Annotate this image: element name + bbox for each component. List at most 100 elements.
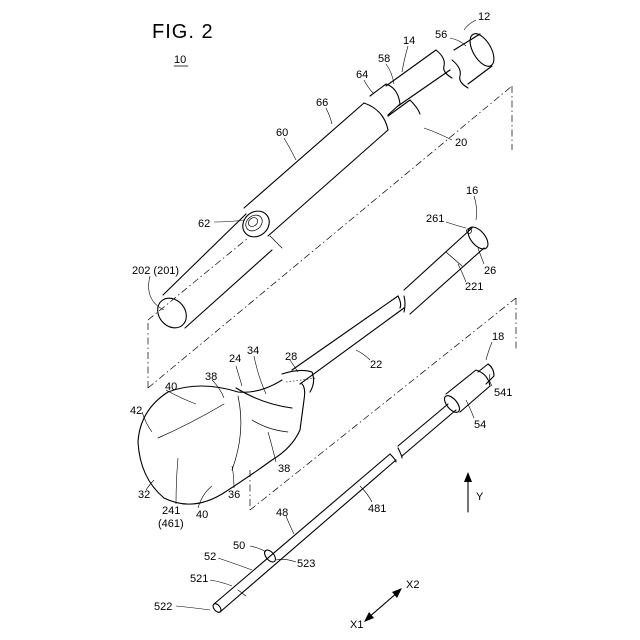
axis-indicators [364, 472, 472, 622]
leader-40b [198, 486, 212, 508]
label-14: 14 [403, 35, 415, 47]
proximal-tube-lower [398, 70, 450, 106]
leader-36 [232, 466, 234, 488]
frame2-bottom [250, 298, 516, 510]
label-40a: 40 [165, 381, 177, 393]
label-16: 16 [466, 185, 478, 197]
spoon-rim-34 [236, 388, 292, 408]
label-261: 261 [426, 213, 444, 225]
label-50: 50 [233, 540, 245, 552]
leader-56 [450, 38, 466, 46]
assembly-ref-label: 10 [174, 54, 186, 66]
sleeve-end [364, 103, 388, 130]
sleeve-edge [270, 236, 282, 248]
shaft-lower-a [300, 308, 404, 384]
label-22: 22 [370, 359, 382, 371]
leader-261 [446, 222, 466, 228]
leader-521 [210, 580, 232, 586]
leader-481 [360, 486, 372, 502]
label-221: 221 [465, 281, 483, 293]
leader-20 [424, 128, 452, 140]
sleeve-lower-line [268, 130, 388, 236]
hub-end [465, 30, 499, 70]
leader-14 [402, 46, 408, 72]
leader-42 [142, 412, 152, 432]
label-20: 20 [455, 137, 467, 149]
reference-labels: 12 14 56 58 64 66 60 20 62 202 (201) 16 … [130, 11, 512, 631]
label-38b: 38 [278, 463, 290, 475]
label-202: 202 (201) [132, 265, 179, 277]
spoon-crease-36 [232, 396, 241, 470]
label-541: 541 [494, 387, 512, 399]
leader-64 [364, 80, 374, 94]
outer-sheath-assembly [148, 30, 512, 388]
label-66: 66 [316, 97, 328, 109]
label-32: 32 [138, 489, 150, 501]
seal-roll-mid [243, 212, 266, 234]
rod-lower-b [402, 410, 456, 456]
rod-hub-54 [446, 370, 490, 412]
spoon-fold-38b [252, 420, 288, 432]
label-18: 18 [492, 331, 504, 343]
label-481: 481 [368, 503, 386, 515]
label-28: 28 [285, 351, 297, 363]
rod-assembly [211, 364, 494, 614]
leader-221 [458, 264, 466, 282]
label-60: 60 [276, 127, 288, 139]
leader-522 [176, 606, 210, 610]
label-34: 34 [247, 345, 259, 357]
rod-tip-541 [478, 364, 494, 384]
rod-lower-a [220, 460, 396, 612]
neck-dotted [286, 378, 316, 382]
label-461: (461) [158, 518, 184, 530]
frame-bottom [148, 86, 512, 388]
leader-12 [464, 20, 476, 30]
label-64: 64 [356, 69, 368, 81]
leader-202 [149, 276, 164, 310]
break-mark-2 [452, 60, 468, 88]
shaft-ring-221 [446, 252, 462, 266]
label-48: 48 [276, 507, 288, 519]
axis-y-label: Y [476, 491, 484, 503]
label-62: 62 [198, 218, 210, 230]
leader-66 [326, 108, 332, 124]
frame-left-top [148, 238, 248, 320]
sheath-lower-line [185, 250, 272, 328]
hub-upper [454, 34, 480, 50]
shaft-upper-b [404, 228, 472, 290]
seal-roll-outer [238, 206, 275, 242]
sleeve-upper-line [244, 103, 364, 208]
neck-collar [282, 370, 314, 392]
x-axis-arrow [368, 592, 398, 618]
label-522: 522 [154, 601, 172, 613]
label-26: 26 [484, 265, 496, 277]
leader-38b [268, 432, 276, 462]
label-52: 52 [204, 551, 216, 563]
leader-22 [356, 350, 370, 360]
label-42: 42 [130, 405, 142, 417]
leader-60 [284, 138, 296, 160]
leader-241 [176, 458, 178, 504]
leader-18 [486, 342, 492, 360]
label-12: 12 [478, 11, 490, 23]
spoon-fold-38 [158, 404, 224, 438]
leader-52 [218, 558, 252, 570]
label-241: 241 [162, 505, 180, 517]
figure-title: FIG. 2 [152, 21, 214, 43]
axis-x2-label: X2 [406, 579, 419, 591]
leader-50 [250, 546, 266, 552]
label-24: 24 [229, 353, 241, 365]
rod-upper-a [214, 454, 390, 604]
rod-tip-522 [211, 602, 222, 614]
rod-upper-b [398, 404, 448, 446]
rod-hub-end [442, 393, 463, 415]
axis-x1-label: X1 [350, 619, 363, 631]
label-40b: 40 [196, 509, 208, 521]
y-axis-arrowhead [464, 472, 472, 482]
leader-24 [236, 366, 242, 386]
hub-lower [468, 66, 492, 84]
leader-16 [474, 196, 477, 220]
spoon-outline [138, 380, 305, 504]
label-38a: 38 [205, 371, 217, 383]
